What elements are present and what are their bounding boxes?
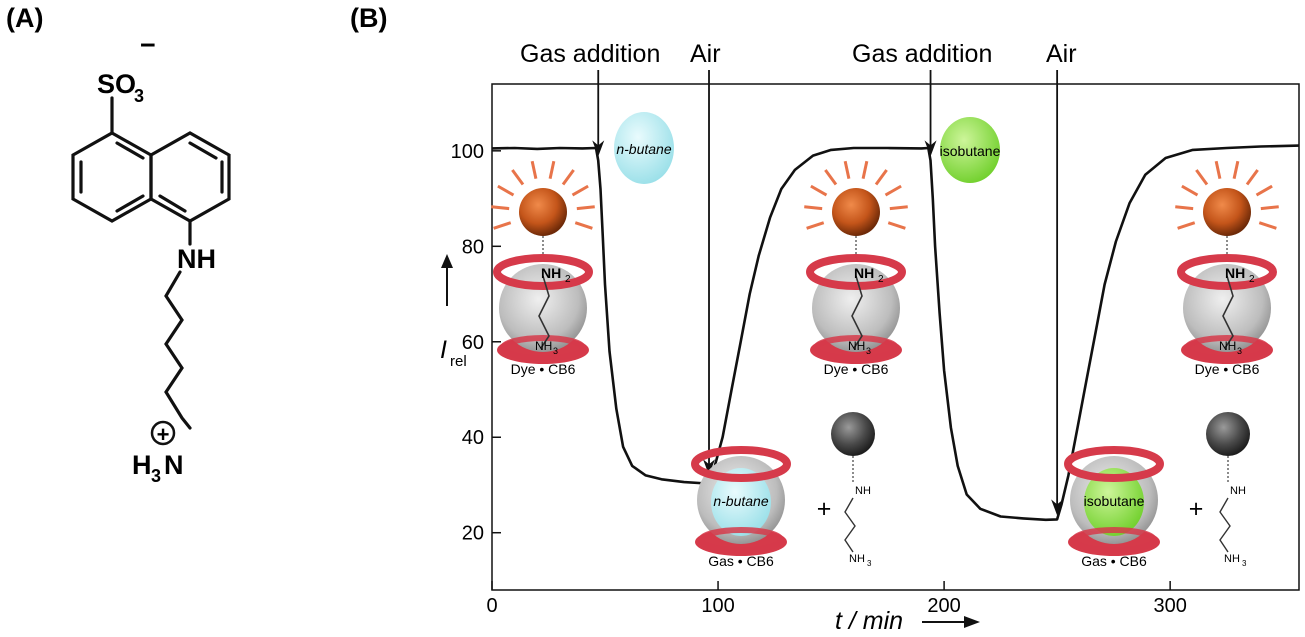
svg-text:NH: NH: [855, 485, 871, 497]
nh3-subscript: 3: [151, 466, 161, 486]
isobutane-ball: isobutane: [940, 117, 1001, 183]
svg-text:NH: NH: [848, 339, 865, 353]
x-axis: 0 100 200 300: [486, 581, 1187, 617]
y-tick-label: 80: [462, 236, 484, 258]
y-axis-label-sub: rel: [450, 353, 467, 370]
svg-text:3: 3: [1242, 559, 1247, 568]
svg-text:3: 3: [867, 559, 872, 568]
svg-text:3: 3: [866, 346, 871, 356]
svg-text:NH: NH: [535, 339, 552, 353]
molecule-structure: [71, 96, 231, 430]
svg-text:NH: NH: [849, 553, 865, 565]
panel-a-label: (A): [6, 3, 43, 33]
plus-charge-sign: +: [157, 422, 170, 447]
molecule-labels: SO 3 − NH H 3 N +: [97, 30, 216, 486]
so3-label: SO: [97, 69, 136, 99]
event-label-gas-addition-2: Gas addition: [852, 40, 992, 68]
plus-sign: +: [1189, 495, 1204, 523]
event-arrowhead: [592, 140, 605, 157]
svg-text:Dye • CB6: Dye • CB6: [511, 361, 576, 377]
x-tick-label: 100: [701, 595, 734, 617]
svg-text:NH: NH: [1224, 553, 1240, 565]
svg-text:3: 3: [1237, 346, 1242, 356]
series-line: [491, 144, 1300, 522]
event-arrowhead: [703, 459, 716, 476]
y-tick-label: 20: [462, 523, 484, 545]
so3-charge: −: [140, 30, 156, 60]
isobutane-label: isobutane: [940, 143, 1001, 159]
x-axis-label: t / min: [835, 607, 980, 635]
x-tick-label: 0: [486, 595, 497, 617]
y-tick-label: 100: [451, 141, 484, 163]
svg-text:3: 3: [553, 346, 558, 356]
nh-label: NH: [177, 244, 216, 274]
nh3-n-label: N: [164, 450, 184, 480]
x-axis-arrow-icon: [964, 616, 980, 628]
svg-text:Dye • CB6: Dye • CB6: [824, 361, 889, 377]
svg-text:NH: NH: [1230, 485, 1246, 497]
event-arrowhead: [1051, 499, 1064, 516]
event-label-gas-addition-1: Gas addition: [520, 40, 660, 68]
svg-text:NH: NH: [1219, 339, 1236, 353]
plus-sign: +: [817, 495, 832, 523]
n-butane-label: n-butane: [616, 141, 671, 157]
svg-text:2: 2: [878, 274, 884, 285]
plot-frame: [491, 83, 1300, 591]
x-tick-label: 300: [1153, 595, 1186, 617]
svg-text:n-butane: n-butane: [713, 493, 768, 509]
svg-text:2: 2: [1249, 274, 1255, 285]
svg-text:isobutane: isobutane: [1084, 493, 1145, 509]
svg-text:2: 2: [565, 274, 571, 285]
y-tick-label: 40: [462, 427, 484, 449]
plus-charge-icon: [150, 420, 176, 446]
event-label-air-1: Air: [690, 40, 721, 68]
x-tick-label: 200: [927, 595, 960, 617]
svg-text:Gas • CB6: Gas • CB6: [708, 553, 774, 569]
svg-text:Dye • CB6: Dye • CB6: [1195, 361, 1260, 377]
svg-text:NH: NH: [854, 265, 874, 281]
event-arrows: [592, 70, 1064, 516]
y-axis-label-main: I: [440, 336, 447, 364]
svg-text:Gas • CB6: Gas • CB6: [1081, 553, 1147, 569]
svg-text:NH: NH: [541, 265, 561, 281]
chart-area: 20 40 60 80 100 0 100 200 300: [451, 70, 1300, 617]
svg-text:NH: NH: [1225, 265, 1245, 281]
event-arrowhead: [924, 140, 937, 157]
panel-b-label: (B): [350, 3, 387, 33]
n-butane-ball: n-butane: [614, 112, 674, 184]
event-label-air-2: Air: [1046, 40, 1077, 68]
y-axis: 20 40 60 80 100: [451, 141, 501, 545]
x-axis-label-text: t / min: [835, 607, 903, 635]
event-labels: Gas addition Air Gas addition Air: [520, 40, 1077, 68]
so3-subscript: 3: [134, 86, 144, 106]
nh3-h-label: H: [132, 450, 152, 480]
y-tick-label: 60: [462, 332, 484, 354]
y-axis-label: I rel: [440, 254, 467, 370]
